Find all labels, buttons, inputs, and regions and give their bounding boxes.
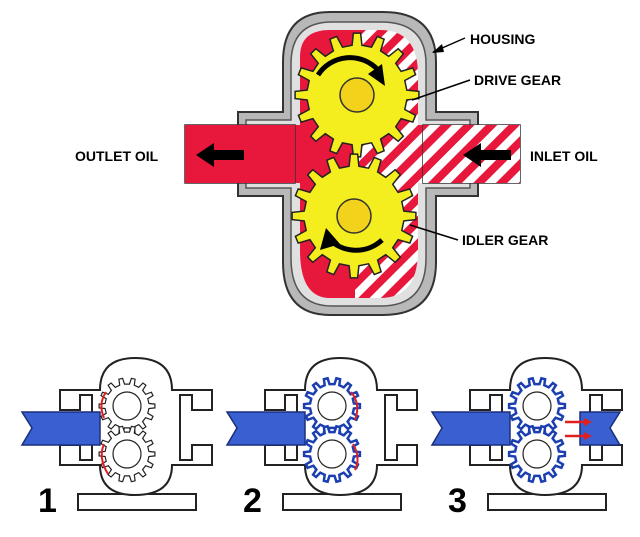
step-diagram-1: [20, 356, 213, 511]
fluid-outlet: [579, 411, 622, 446]
drive-gear-hub: [339, 77, 375, 113]
step-number-3: 3: [448, 482, 467, 520]
step-number-2: 2: [243, 482, 262, 520]
fluid-band: [430, 411, 511, 446]
flow-arrow-head: [584, 432, 592, 440]
step-gear-hub: [112, 439, 142, 469]
flow-arrow: [100, 391, 107, 419]
inlet-oil-label: INLET OIL: [530, 148, 598, 164]
main-pump: HOUSING DRIVE GEAR OUTLET OIL INLET OIL …: [75, 11, 598, 316]
step-diagram-3: [430, 356, 623, 511]
drive-gear-label: DRIVE GEAR: [474, 72, 561, 88]
idler-gear-hub: [336, 198, 372, 234]
outlet-arrow-icon: [196, 143, 244, 167]
step-gear-hub: [522, 439, 552, 469]
inlet-arrow-icon: [463, 143, 511, 167]
step-diagram-2: [225, 356, 418, 511]
base-plate: [282, 493, 402, 511]
base-plate: [487, 493, 607, 511]
outlet-oil-label: OUTLET OIL: [75, 148, 159, 164]
step-gear-hub: [317, 391, 347, 421]
step-gear-hub: [317, 439, 347, 469]
drive-rotation-arrow: [315, 55, 380, 77]
flow-arrow: [100, 443, 109, 475]
flow-arrow: [350, 391, 359, 421]
step-gear-hub: [112, 391, 142, 421]
housing-label: HOUSING: [470, 31, 535, 47]
drive-gear: [294, 32, 420, 158]
fluid-band: [225, 411, 306, 446]
step-gear-hub: [522, 391, 552, 421]
idler-gear: [291, 153, 417, 279]
idler-gear-label: IDLER GEAR: [462, 232, 548, 248]
flow-arrow: [352, 443, 359, 471]
base-plate: [77, 493, 197, 511]
fluid-band: [20, 411, 101, 446]
flow-arrow-head: [584, 418, 592, 426]
step-number-1: 1: [38, 482, 57, 520]
